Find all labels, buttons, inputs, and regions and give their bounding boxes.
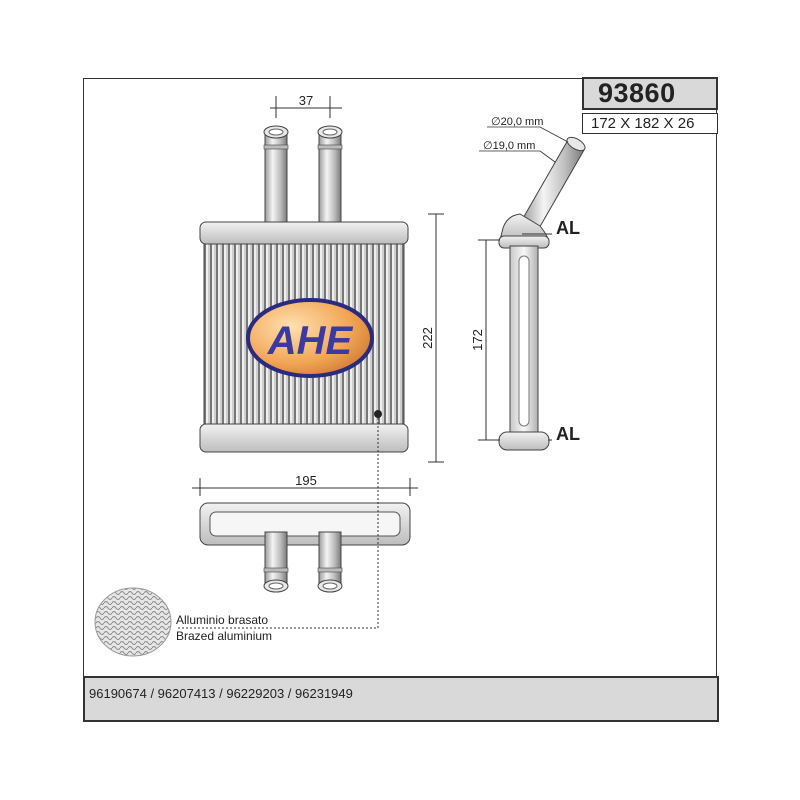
front-inlet-pipes — [263, 125, 343, 229]
core-width-label: 195 — [295, 473, 317, 488]
dimensions-box: 172 X 182 X 26 — [582, 113, 718, 134]
logo-text: AHE — [267, 319, 354, 363]
measure-point-marker — [374, 410, 382, 418]
outer-diameter-label: ∅20,0 mm — [491, 116, 543, 128]
pipe-spacing-label: 37 — [299, 93, 313, 108]
material-bottom-label: AL — [556, 424, 580, 444]
ahe-logo: AHE — [246, 298, 374, 378]
pipe-spacing-dimension: 37 — [270, 93, 342, 118]
diameter-callouts: ∅20,0 mm ∅19,0 mm — [479, 116, 569, 163]
core-height-dimension: 222 — [420, 213, 444, 463]
bottom-view — [199, 502, 411, 593]
overall-dimensions: 172 X 182 X 26 — [591, 115, 695, 132]
part-code: 93860 — [598, 78, 676, 108]
side-view — [498, 136, 586, 451]
part-code-box: 93860 — [582, 77, 718, 110]
material-legend: Alluminio brasato Brazed aluminium — [94, 587, 272, 657]
core-height-label: 222 — [420, 327, 435, 349]
oem-numbers-bar: 96190674 / 96207413 / 96229203 / 9623194… — [83, 676, 719, 722]
material-top-label: AL — [556, 218, 580, 238]
side-height-label: 172 — [470, 329, 485, 351]
core-width-dimension: 195 — [192, 473, 418, 496]
legend-english: Brazed aluminium — [176, 629, 272, 643]
legend-italian: Alluminio brasato — [176, 613, 268, 627]
oem-numbers: 96190674 / 96207413 / 96229203 / 9623194… — [89, 686, 353, 701]
brazed-aluminium-swatch — [94, 587, 172, 657]
legend-leader-line — [176, 418, 379, 629]
material-markers: AL AL — [522, 218, 580, 444]
side-height-dimension: 172 — [470, 239, 500, 441]
inner-diameter-label: ∅19,0 mm — [483, 140, 535, 152]
